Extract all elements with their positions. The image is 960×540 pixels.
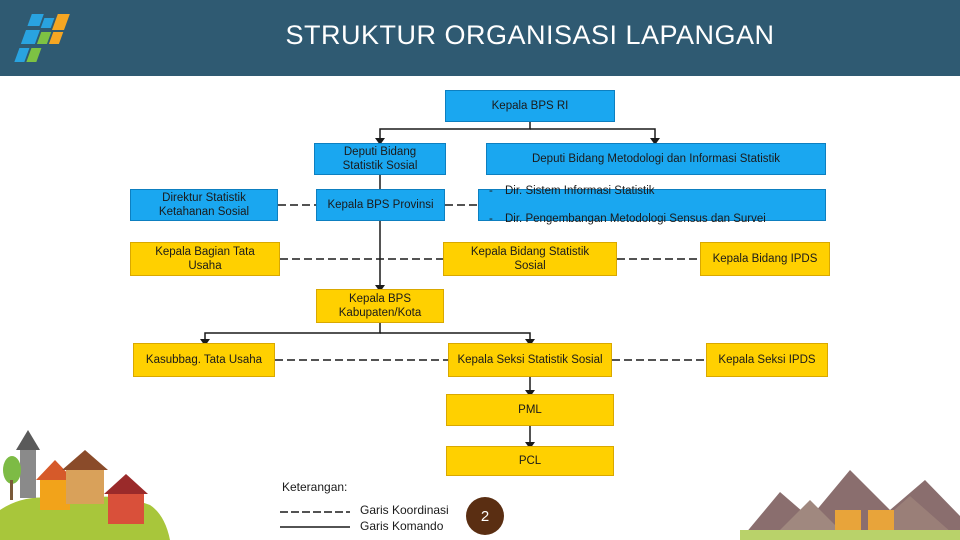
box-direktur-statistik: Direktur Statistik Ketahanan Sosial — [130, 189, 278, 221]
page-title: STRUKTUR ORGANISASI LAPANGAN — [285, 20, 775, 50]
bps-logo-icon — [14, 14, 70, 62]
box-kepala-bidang-statistik: Kepala Bidang Statistik Sosial — [443, 242, 617, 276]
legend-komando: Garis Komando — [360, 519, 444, 533]
list-item: Dir. Sistem Informasi Statistik — [489, 184, 766, 198]
page-number-badge: 2 — [466, 497, 504, 535]
list-item: Dir. Pengembangan Metodologi Sensus dan … — [489, 212, 766, 226]
box-kepala-bps-provinsi: Kepala BPS Provinsi — [316, 189, 445, 221]
box-kepala-seksi-ipds: Kepala Seksi IPDS — [706, 343, 828, 377]
header-bar: STRUKTUR ORGANISASI LAPANGAN — [0, 0, 960, 76]
box-kepala-seksi-statistik: Kepala Seksi Statistik Sosial — [448, 343, 612, 377]
village-illustration-icon — [0, 430, 170, 540]
box-kepala-bps-ri: Kepala BPS RI — [445, 90, 615, 122]
box-pml: PML — [446, 394, 614, 426]
box-kepala-bps-kabkota: Kepala BPS Kabupaten/Kota — [316, 289, 444, 323]
box-kepala-bidang-ipds: Kepala Bidang IPDS — [700, 242, 830, 276]
mountain-illustration-icon — [740, 470, 960, 540]
box-direktorat-list: Dir. Sistem Informasi Statistik Dir. Pen… — [478, 184, 826, 226]
box-pcl: PCL — [446, 446, 614, 476]
legend-title: Keterangan: — [282, 480, 348, 494]
box-deputi-metodologi: Deputi Bidang Metodologi dan Informasi S… — [486, 143, 826, 175]
box-kasubbag-tu: Kasubbag. Tata Usaha — [133, 343, 275, 377]
box-kepala-bagian-tu: Kepala Bagian Tata Usaha — [130, 242, 280, 276]
legend-koordinasi: Garis Koordinasi — [360, 503, 449, 517]
box-deputi-statistik-sosial: Deputi Bidang Statistik Sosial — [314, 143, 446, 175]
